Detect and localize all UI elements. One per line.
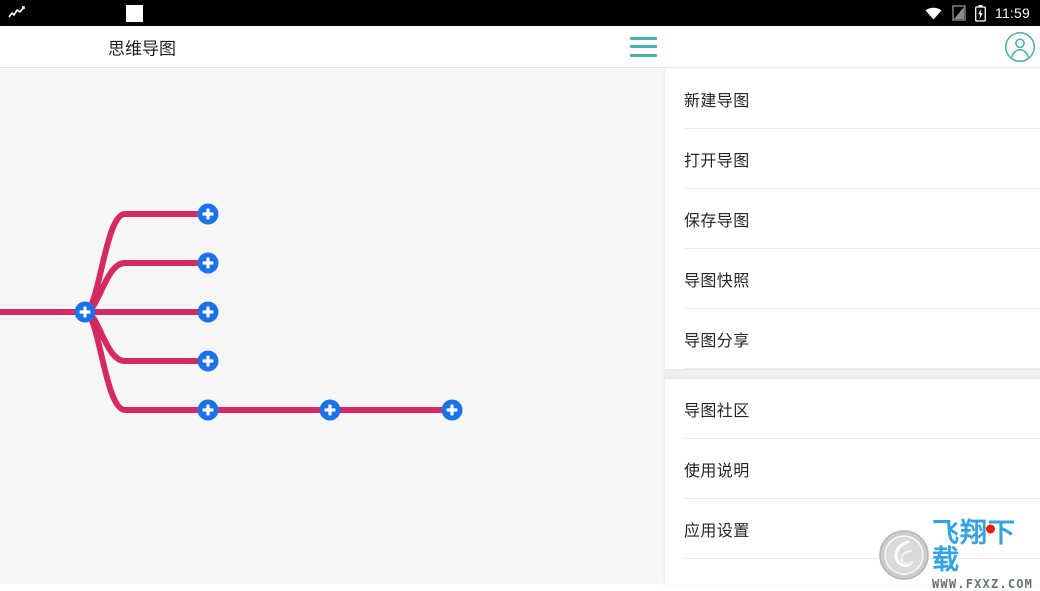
menu-item-map-share[interactable]: 导图分享 — [665, 309, 1040, 368]
menu-item-label: 应用设置 — [684, 522, 750, 540]
menu-item-divider — [684, 188, 1040, 189]
mindmap-node-add-button-4[interactable] — [197, 350, 219, 372]
menu-item-label: 导图社区 — [684, 402, 750, 420]
menu-item-map-community[interactable]: 导图社区 — [665, 379, 1040, 438]
menu-item-label: 使用说明 — [684, 462, 750, 480]
wifi-icon — [925, 7, 942, 19]
page-title: 思维导图 — [108, 39, 176, 58]
hamburger-bar-1 — [630, 36, 657, 40]
plus-icon-vertical — [206, 306, 210, 318]
drawer-menu-group-1: 新建导图打开导图保存导图导图快照导图分享 — [665, 69, 1040, 369]
status-bar-right-icons: 11:59 — [924, 4, 1030, 22]
menu-item-map-snapshot[interactable]: 导图快照 — [665, 249, 1040, 308]
plus-icon-vertical — [206, 404, 210, 416]
menu-item-divider — [684, 248, 1040, 249]
app-bar: 思维导图 — [0, 26, 1040, 68]
mindmap-node-add-button-2[interactable] — [197, 252, 219, 274]
menu-item-instructions[interactable]: 使用说明 — [665, 439, 1040, 498]
menu-item-label: 保存导图 — [684, 212, 750, 230]
plus-icon-vertical — [83, 306, 87, 318]
battery-charging-icon — [975, 4, 986, 22]
mindmap-canvas[interactable] — [0, 69, 665, 584]
mindmap-node-center-add-button[interactable] — [74, 301, 96, 323]
plus-icon-vertical — [206, 208, 210, 220]
drawer-menu-group-2: 导图社区使用说明应用设置 — [665, 379, 1040, 559]
mindmap-node-add-button-6[interactable] — [319, 399, 341, 421]
plus-icon-vertical — [206, 257, 210, 269]
plus-icon-vertical — [328, 404, 332, 416]
menu-item-label: 新建导图 — [684, 92, 750, 110]
mindmap-graph — [0, 203, 463, 421]
status-bar-left-icons — [8, 4, 143, 22]
status-bar: 11:59 — [0, 0, 1040, 26]
menu-item-divider — [684, 558, 1040, 559]
menu-item-app-settings[interactable]: 应用设置 — [665, 499, 1040, 558]
mindmap-nodes — [74, 203, 463, 421]
drawer-section-separator — [665, 369, 1040, 379]
menu-item-save-map[interactable]: 保存导图 — [665, 189, 1040, 248]
mindmap-node-add-button-7[interactable] — [441, 399, 463, 421]
menu-item-label: 导图分享 — [684, 332, 750, 350]
mindmap-node-add-button-5[interactable] — [197, 399, 219, 421]
account-circle-icon[interactable] — [1004, 31, 1036, 63]
notification-square-icon — [126, 4, 143, 22]
menu-item-divider — [684, 498, 1040, 499]
drawer-menu-list: 新建导图打开导图保存导图导图快照导图分享导图社区使用说明应用设置 — [665, 69, 1040, 559]
hamburger-bar-2 — [630, 45, 657, 48]
plus-icon-vertical — [206, 355, 210, 367]
hamburger-menu-icon[interactable] — [630, 36, 657, 57]
mindmap-node-add-button-1[interactable] — [197, 203, 219, 225]
sim-card-icon — [952, 5, 966, 21]
menu-item-new-map[interactable]: 新建导图 — [665, 69, 1040, 128]
menu-item-open-map[interactable]: 打开导图 — [665, 129, 1040, 188]
menu-item-divider — [684, 438, 1040, 439]
menu-item-label: 打开导图 — [684, 152, 750, 170]
menu-item-divider — [684, 368, 1040, 369]
plus-icon-vertical — [450, 404, 454, 416]
hamburger-bar-3 — [630, 53, 657, 57]
navigation-drawer[interactable]: 新建导图打开导图保存导图导图快照导图分享导图社区使用说明应用设置 — [665, 69, 1040, 584]
menu-item-divider — [684, 308, 1040, 309]
status-bar-clock: 11:59 — [995, 5, 1030, 21]
menu-item-divider — [684, 128, 1040, 129]
notification-badge-dot — [986, 524, 995, 533]
mindmap-branches — [0, 211, 455, 413]
menu-item-label: 导图快照 — [684, 272, 750, 290]
activity-graph-icon — [8, 6, 25, 18]
mindmap-node-add-button-3[interactable] — [197, 301, 219, 323]
